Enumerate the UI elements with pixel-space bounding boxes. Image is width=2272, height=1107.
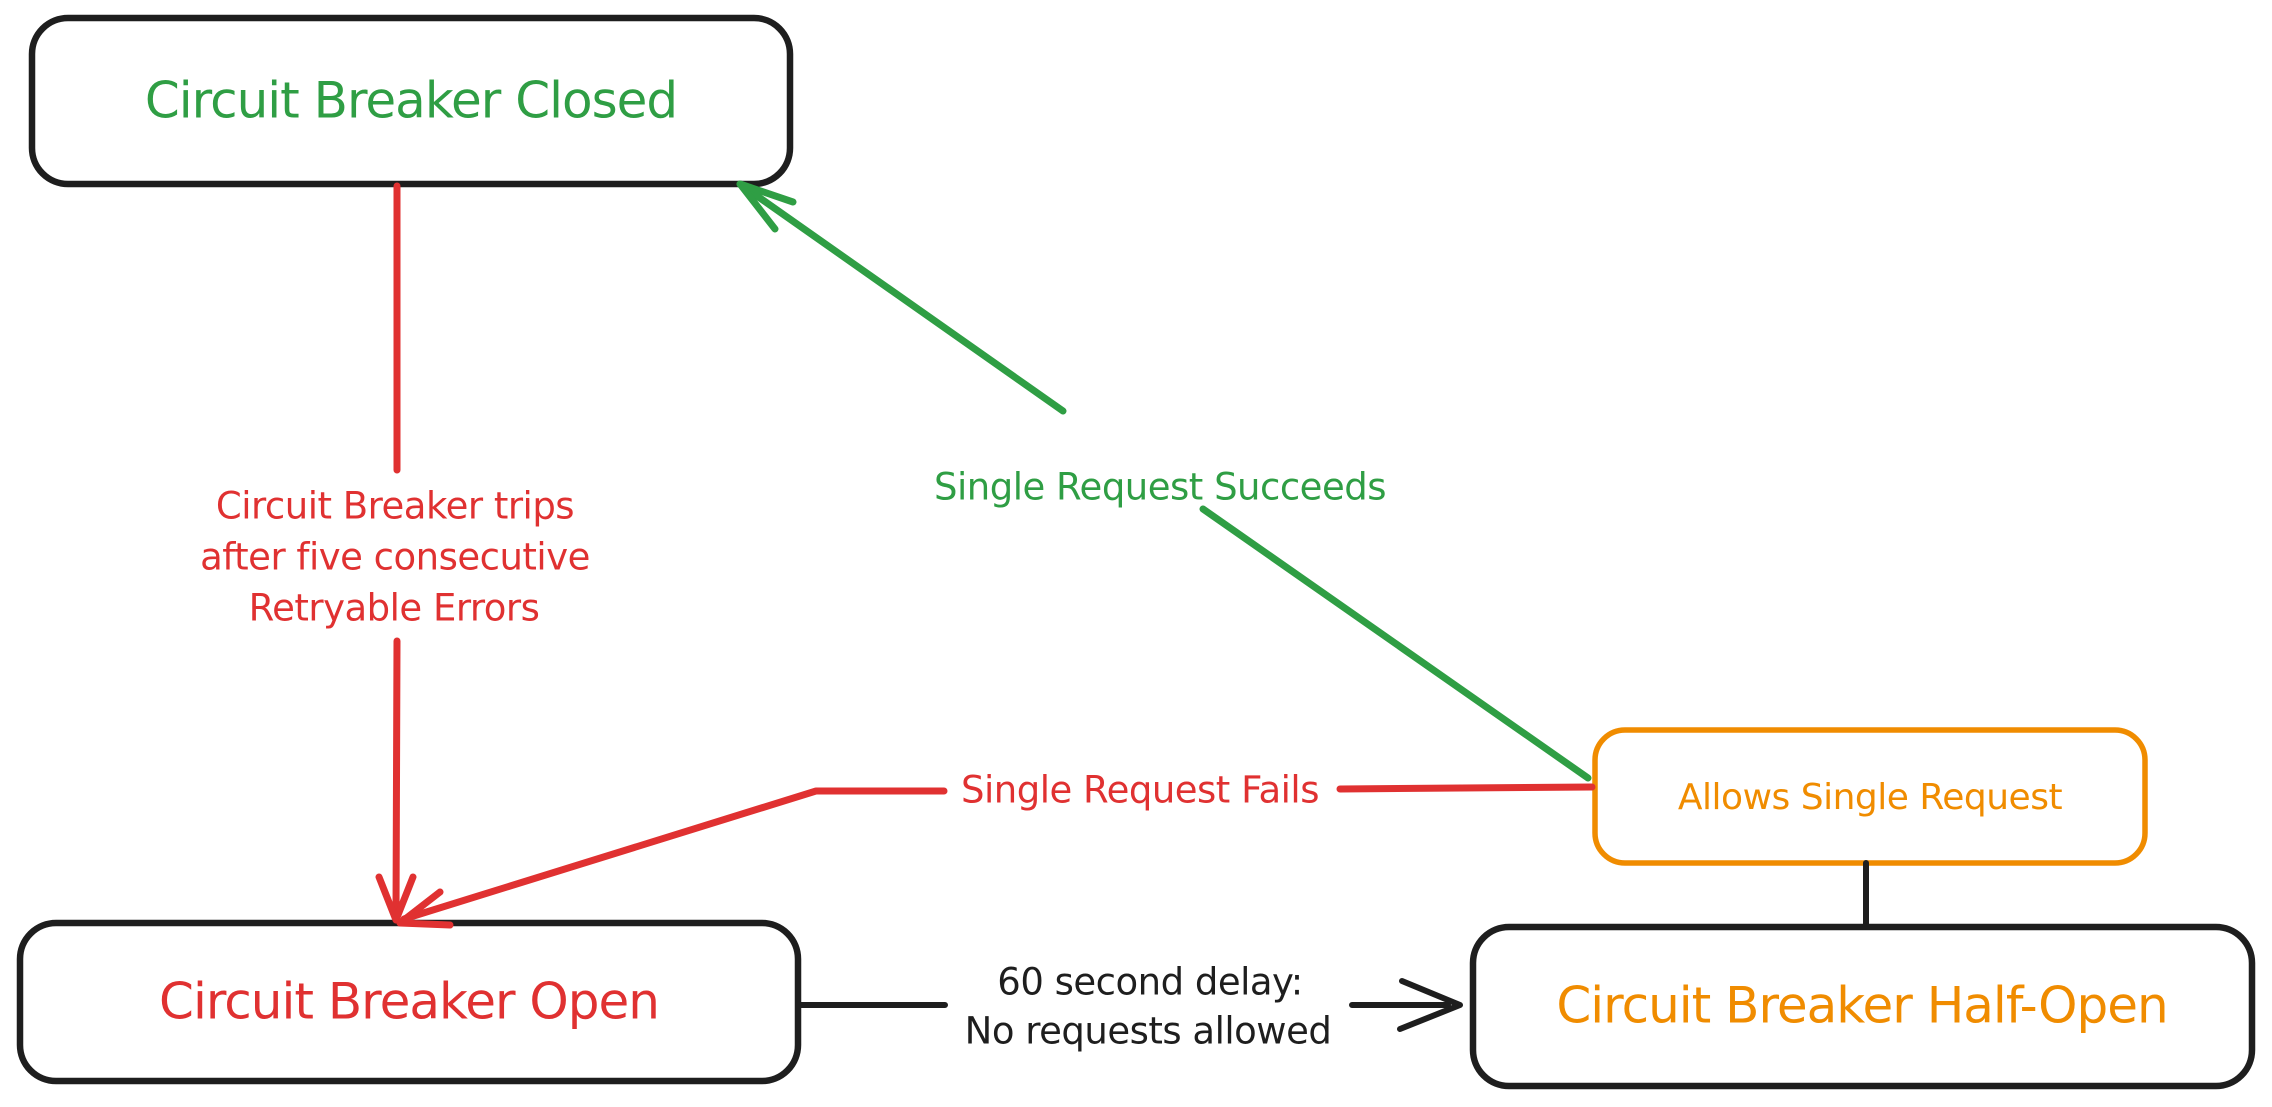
node-allows-box [1592,727,2148,866]
edge-fails-arrowhead-icon [396,888,454,929]
edge-trip-label-line1: Circuit Breaker trips [216,485,574,528]
node-half-open-label: Circuit Breaker Half-Open [1556,977,2167,1035]
edge-succeeds-line [736,180,1592,782]
edge-fails-label: Single Request Fails [961,769,1319,812]
edge-trip-arrowhead-icon [375,873,417,924]
edge-delay-label-line1: 60 second delay: [997,961,1302,1004]
edge-succeeds-label: Single Request Succeeds [934,466,1386,509]
edge-trip-line [392,182,401,918]
node-allows-label: Allows Single Request [1678,777,2063,818]
node-closed-box [28,14,794,188]
edge-succeeds-arrowhead-icon [736,180,797,233]
node-closed-label: Circuit Breaker Closed [145,72,677,130]
edge-delay-arrowhead-icon [1397,978,1463,1032]
edge-trip-label-line2: after five consecutive [200,536,590,579]
node-half-open-box [1469,923,2256,1090]
edge-delay-label-line2: No requests allowed [965,1010,1332,1053]
edge-fails-line [400,783,1596,923]
node-open-label: Circuit Breaker Open [159,973,659,1031]
edge-trip-label-line3: Retryable Errors [249,587,540,630]
